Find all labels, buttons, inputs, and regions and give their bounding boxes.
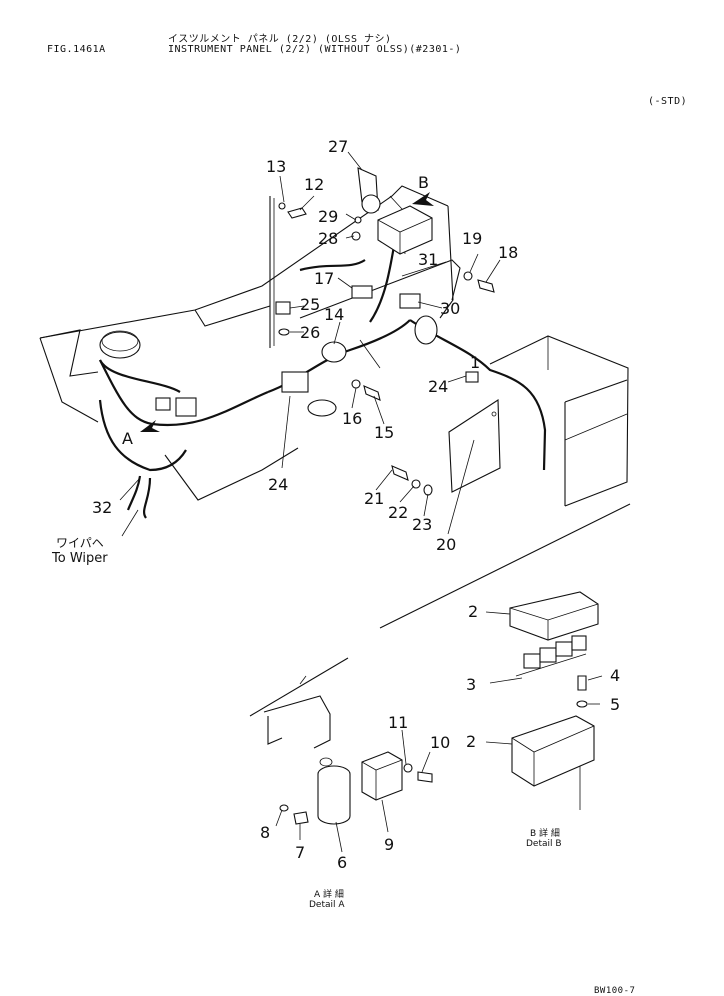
callout-9: 9: [384, 835, 394, 854]
bolt-12: [287, 207, 307, 219]
terminal-block: [281, 371, 309, 393]
bolt-15: [363, 385, 381, 401]
bolt-18: [477, 279, 495, 293]
callout-5: 5: [610, 695, 620, 714]
bolt-21: [391, 465, 409, 481]
bolt-25: [275, 301, 291, 315]
figure-number: FIG.1461A: [47, 44, 106, 55]
callout-23: 23: [412, 515, 432, 534]
washer-16: [351, 379, 361, 389]
separator-line: [379, 503, 631, 629]
callout-25: 25: [300, 295, 320, 314]
plug-left: [155, 397, 171, 411]
title-japanese: イスツルメント パネル (2/2) (OLSS ナシ): [168, 34, 392, 45]
detail-b-english: Detail B: [526, 839, 562, 849]
view-marker-a: A: [122, 429, 133, 448]
callout-13: 13: [266, 157, 286, 176]
callout-10: 10: [430, 733, 450, 752]
spec-note: (-STD): [648, 96, 688, 107]
leader-lines: [119, 151, 603, 853]
arrow-b-icon: [412, 192, 434, 206]
callout-2-cover: 2: [468, 602, 478, 621]
title-english: INSTRUMENT PANEL (2/2) (WITHOUT OLSS)(#2…: [168, 44, 462, 55]
connector-ring: [307, 399, 337, 417]
buzzer-27: [357, 167, 381, 214]
callout-2-fuse-box: 2: [466, 732, 476, 751]
callout-4: 4: [610, 666, 620, 685]
connector-17: [351, 285, 373, 299]
callout-18: 18: [498, 243, 518, 262]
clamp-14: [321, 341, 347, 363]
instrument-panel-housing: [39, 185, 461, 501]
screw-28: [351, 231, 361, 241]
callout-28: 28: [318, 229, 338, 248]
callout-32: 32: [92, 498, 112, 517]
callout-17: 17: [314, 269, 334, 288]
callout-8: 8: [260, 823, 270, 842]
callout-30: 30: [440, 299, 460, 318]
callout-16: 16: [342, 409, 362, 428]
callout-1: 1: [470, 353, 480, 372]
washer-23: [423, 484, 433, 496]
switch-30: [399, 293, 421, 309]
callout-14: 14: [324, 305, 344, 324]
callout-22: 22: [388, 503, 408, 522]
washer-26: [278, 328, 290, 336]
callout-29: 29: [318, 207, 338, 226]
callout-labels: 1 2 2 3 4 5 6 7 8 9 10 11 12 13 14 15 16…: [92, 137, 620, 872]
grommet: [414, 315, 438, 345]
callout-7: 7: [295, 843, 305, 862]
callout-15: 15: [374, 423, 394, 442]
callout-24-left: 24: [268, 475, 288, 494]
view-marker-b: B: [418, 173, 429, 192]
wiper-note-english: To Wiper: [51, 551, 108, 566]
detail-a-english: Detail A: [309, 900, 345, 910]
clip-24: [465, 371, 479, 383]
callout-21: 21: [364, 489, 384, 508]
callout-26: 26: [300, 323, 320, 342]
detail-b-japanese: B 詳 細: [530, 827, 560, 839]
callout-19: 19: [462, 229, 482, 248]
washer-29: [354, 216, 362, 224]
bracket-edge: [249, 657, 349, 717]
page-code: BW100-7: [594, 986, 636, 996]
callout-3: 3: [466, 675, 476, 694]
detail-a-parts: [263, 675, 433, 825]
callout-31: 31: [418, 250, 438, 269]
wiper-note-japanese: ワイパヘ: [56, 536, 104, 550]
callout-12: 12: [304, 175, 324, 194]
detail-a-japanese: A 詳 細: [314, 888, 344, 900]
detail-b-parts: [509, 591, 599, 810]
relay-left: [175, 397, 197, 417]
arrow-a-icon: [140, 420, 160, 432]
callout-24-right: 24: [428, 377, 448, 396]
callout-6: 6: [337, 853, 347, 872]
meter-gauge: [99, 330, 141, 359]
callout-20: 20: [436, 535, 456, 554]
callout-11: 11: [388, 713, 408, 732]
washer-19: [463, 271, 473, 281]
rear-panel: [448, 335, 629, 507]
callout-27: 27: [328, 137, 348, 156]
washer-13: [278, 202, 286, 210]
relay-block: [377, 205, 433, 255]
